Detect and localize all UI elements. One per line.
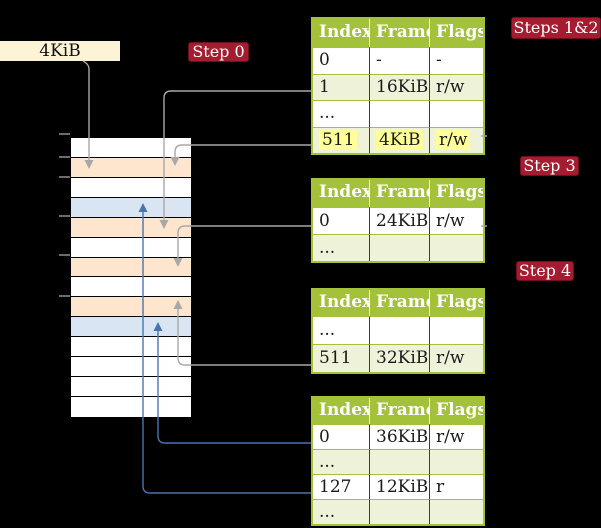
column-header-frame: Frame: [369, 398, 429, 424]
table-cell: -: [429, 47, 483, 74]
memory-frame-row-8: [71, 297, 191, 318]
step-4-label: Step 4: [516, 261, 574, 281]
table-cell: ...: [313, 234, 369, 261]
pt1-row511-to-4kib-frame-line: [174, 144, 311, 158]
table-cell: 36KiB: [369, 424, 429, 449]
physical-memory-strip: [70, 137, 192, 418]
column-header-index: Index: [319, 22, 369, 42]
memory-frame-row-10: [71, 337, 191, 358]
table-cell: r/w: [429, 424, 483, 449]
memory-frame-row-7: [71, 277, 191, 298]
table-cell: r/w: [429, 126, 483, 153]
table-cell: 0: [313, 47, 369, 74]
table-cell: 127: [313, 474, 369, 499]
pt3-row511-to-32kib-frame-line: [177, 309, 311, 366]
column-header-index: Index: [319, 292, 369, 312]
column-header-index: Index: [319, 182, 369, 202]
table-cell: [429, 100, 483, 127]
memory-frame-row-9: [71, 317, 191, 338]
step-0-label: Step 0: [188, 42, 249, 62]
column-header-frame: Frame: [369, 180, 429, 207]
table-cell: 511: [313, 344, 369, 372]
table-cell: -: [369, 47, 429, 74]
table-row: ...: [313, 499, 483, 524]
highlighted-value: 511: [319, 129, 358, 150]
table-cell: ...: [313, 449, 369, 474]
frame-size-box: 4KiB: [0, 41, 120, 61]
highlighted-value: r/w: [436, 129, 471, 150]
memory-frame-row-4: [71, 217, 191, 238]
memory-frame-row-3: [71, 197, 191, 218]
table-row: ...: [313, 234, 483, 261]
table-cell: [429, 234, 483, 261]
table-cell: 511: [313, 126, 369, 154]
pt2-row0-to-24kib-frame-line: [177, 225, 311, 258]
table-cell: 24KiB: [369, 207, 429, 234]
table-header-row: IndexFrameFlags: [313, 290, 483, 316]
table-cell: [429, 316, 483, 344]
table-cell: 4KiB: [369, 126, 429, 153]
table-row: 511 4KiB r/w: [313, 126, 483, 154]
table-header-row: IndexFrameFlags: [313, 180, 483, 207]
table-cell: 0: [313, 424, 369, 449]
column-header-flags: Flags: [429, 180, 483, 207]
memory-frame-row-12: [71, 377, 191, 397]
column-header-frame: Frame: [369, 19, 429, 47]
memory-frame-row-13: [71, 396, 191, 417]
table-row: ...: [313, 449, 483, 474]
table-row: 0--: [313, 47, 483, 74]
steps-1-2-label: Steps 1&2: [511, 17, 601, 39]
table-cell: [369, 234, 429, 261]
table-cell: r/w: [429, 73, 483, 100]
memory-frame-row-1: [71, 157, 191, 178]
column-header-index: Index: [319, 400, 369, 420]
table-cell: 1: [313, 73, 369, 101]
table-cell: r/w: [429, 344, 483, 372]
table-cell: [369, 449, 429, 474]
column-header-frame: Frame: [369, 290, 429, 316]
table-row: ...: [313, 100, 483, 127]
table-cell: ...: [313, 316, 369, 344]
memory-frame-row-6: [71, 257, 191, 278]
column-header-flags: Flags: [429, 398, 483, 424]
table-cell: 0: [313, 207, 369, 234]
page-table-step-3: IndexFrameFlags024KiBr/w...: [311, 178, 485, 263]
memory-frame-row-5: [71, 237, 191, 258]
memory-frame-row-0: [71, 138, 191, 158]
page-table-final: IndexFrameFlags036KiBr/w...12712KiBr...: [311, 396, 485, 526]
table-cell: [429, 449, 483, 474]
memory-frame-row-2: [71, 177, 191, 198]
table-cell: ...: [313, 100, 369, 127]
memory-frame-row-11: [71, 357, 191, 378]
table-header-row: IndexFrameFlags: [313, 398, 483, 424]
step-3-label: Step 3: [520, 156, 579, 176]
table-cell: [369, 499, 429, 524]
table-cell: 16KiB: [369, 73, 429, 100]
table-cell: 12KiB: [369, 474, 429, 499]
column-header-flags: Flags: [429, 290, 483, 316]
table-cell: [369, 100, 429, 127]
table-cell: r: [429, 474, 483, 499]
column-header-flags: Flags: [429, 19, 483, 47]
table-header-row: IndexFrameFlags: [313, 19, 483, 47]
highlighted-value: 4KiB: [376, 129, 424, 150]
table-cell: [369, 316, 429, 344]
table-cell: 32KiB: [369, 344, 429, 372]
table-cell: ...: [313, 499, 369, 524]
table-cell: r/w: [429, 207, 483, 234]
table-row: ...: [313, 316, 483, 344]
table-cell: [429, 499, 483, 524]
